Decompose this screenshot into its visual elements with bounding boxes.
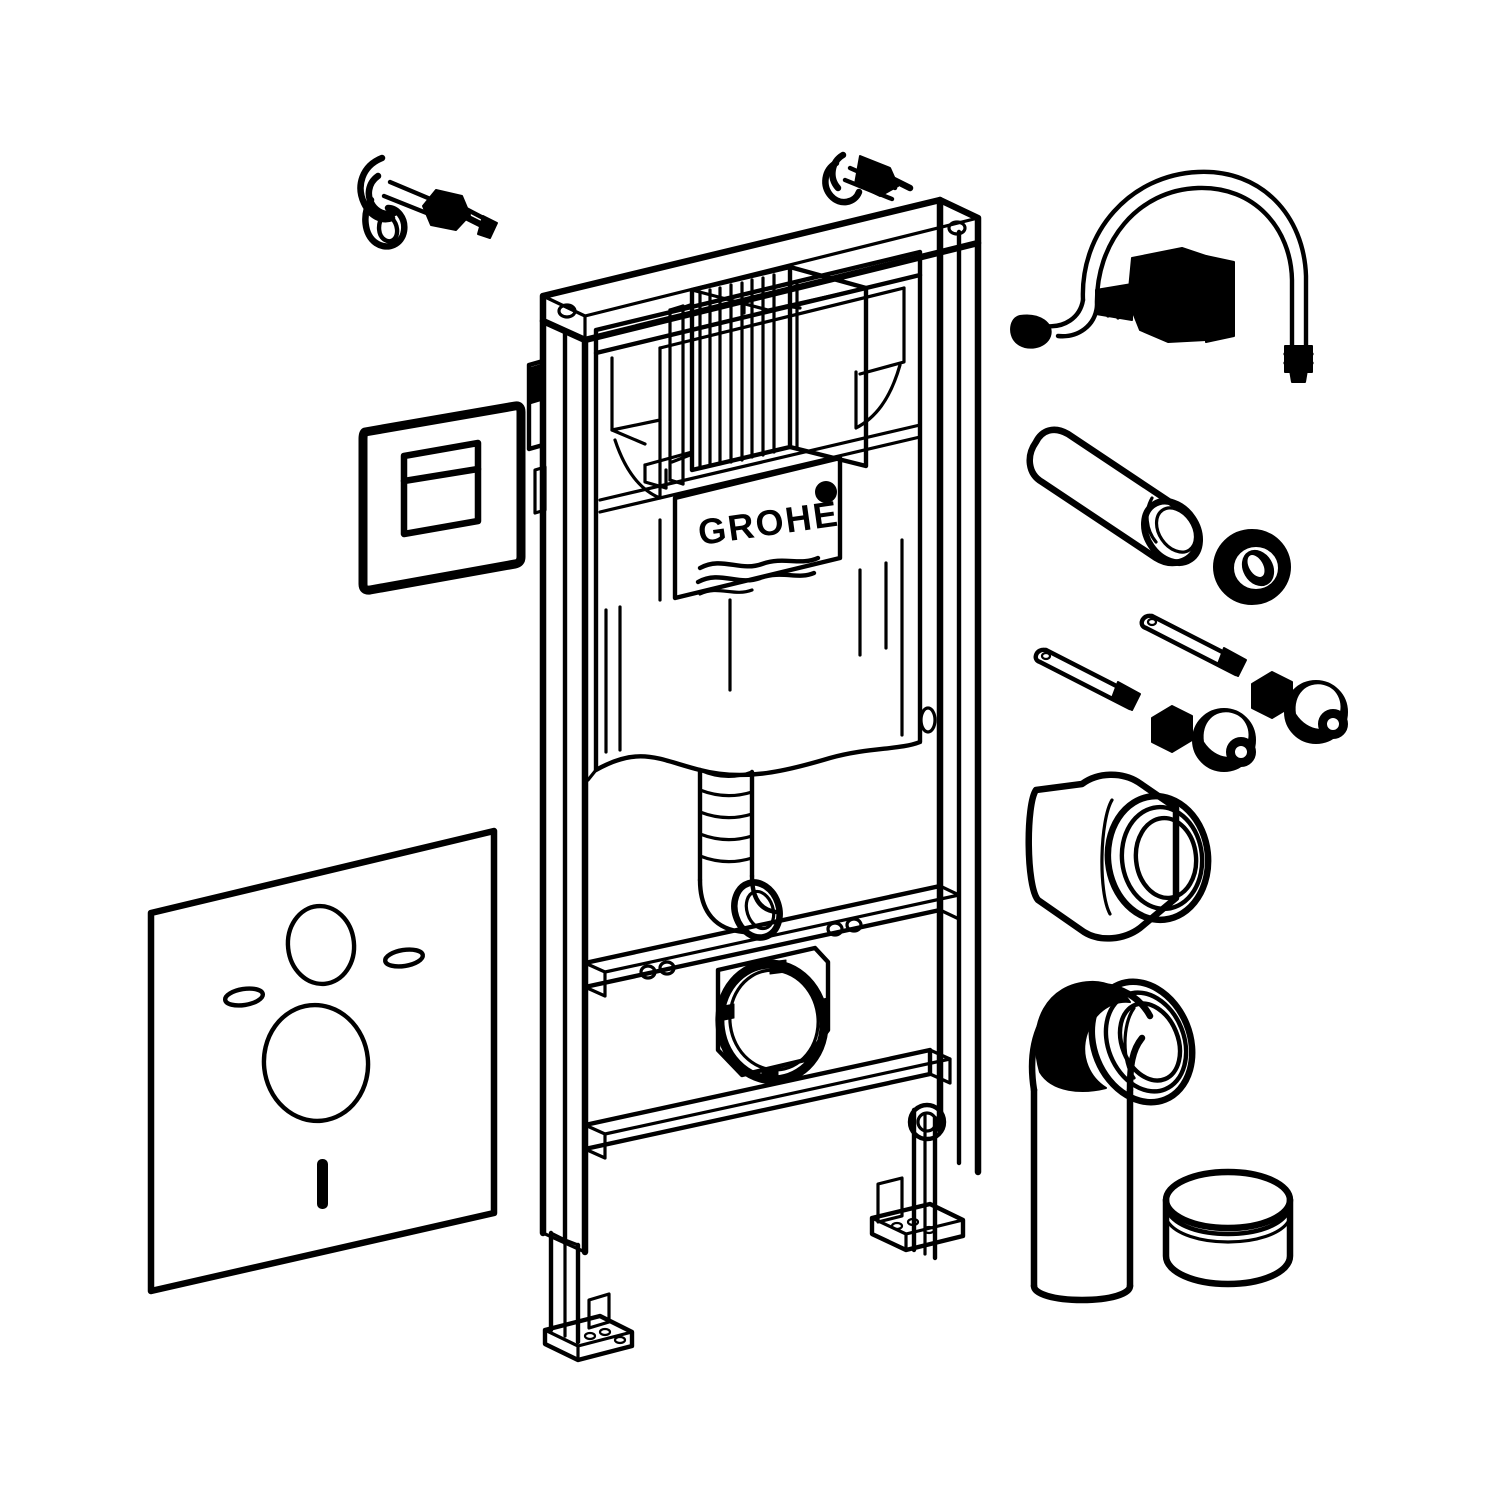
cap-cover-right-part [1284,680,1348,744]
installation-frame-part: GROHE [526,151,982,1363]
flush-pipe-sleeve-part [1026,426,1204,567]
waste-outlet-collar [715,945,831,1085]
hose-end-fitting-left [1010,314,1052,349]
wall-anchor-bolt-frame-top [822,151,914,206]
sealing-ring-upper-part [1213,529,1291,605]
wall-anchor-bolt-top-left-part [357,154,498,250]
left-frame-bracket [526,358,547,515]
frame-foot-right [869,1102,966,1261]
cap-cover-left-part [1192,708,1256,772]
hose-end-fitting-right [1283,345,1314,383]
frame-foot-left [542,1230,635,1363]
elbow-bend-pipe-part [1028,978,1196,1304]
threaded-stud-left-part [1033,647,1141,711]
threaded-stud-right-part [1139,613,1247,677]
flush-valve-part [668,264,869,473]
cap-bushing-part [1162,1168,1294,1288]
flush-plate-part [358,401,526,595]
connector-sleeve-part [1025,771,1212,942]
supply-hose-valve-part [1010,169,1314,383]
sound-insulation-mat-part [147,827,498,1295]
registered-mark-icon [815,481,837,503]
angle-valve-body [1095,247,1235,343]
